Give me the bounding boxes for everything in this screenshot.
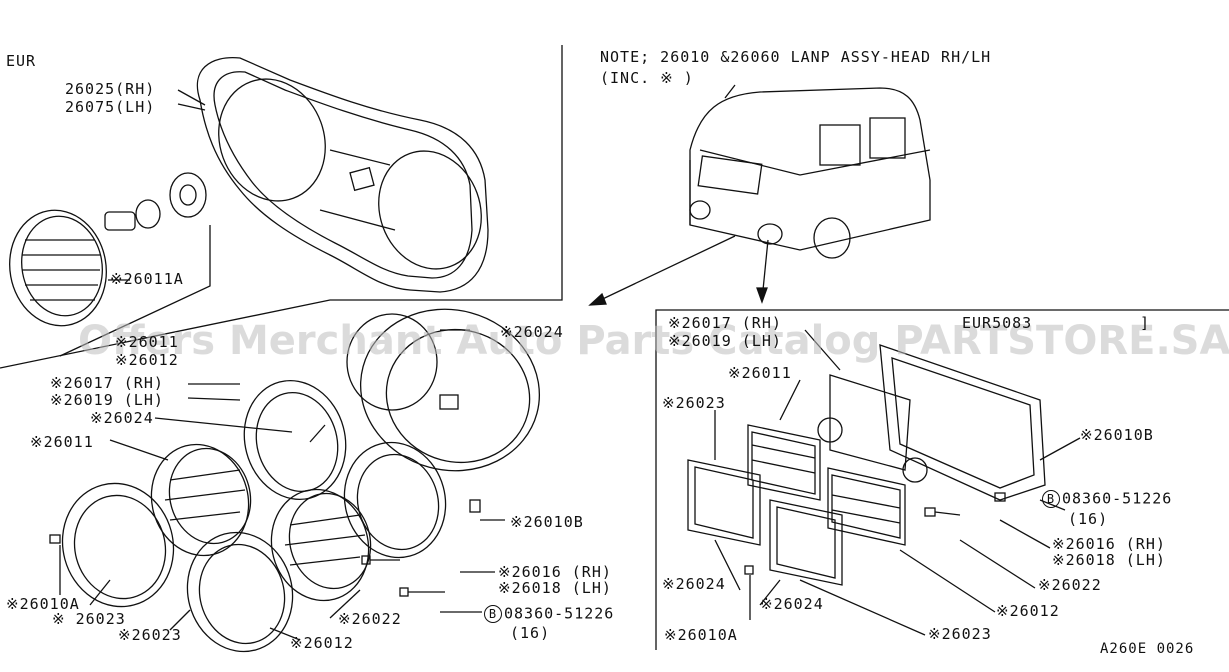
label-26010a-rect: ※26010A (664, 626, 738, 644)
round-leader-lines (59, 329, 505, 641)
label-26022-round: ※26022 (338, 610, 402, 628)
note-line2: (INC. ※ ) (600, 69, 694, 87)
label-26019-round: ※26019 (LH) (50, 391, 164, 409)
rect-region-bracket: ] (1140, 314, 1151, 332)
label-26011-round: ※26011 (30, 433, 94, 451)
bolt-part-rect: 08360-51226 (1062, 489, 1173, 508)
figure-code: A260E 0026 (1100, 641, 1195, 657)
label-26024-top: ※26024 (500, 323, 564, 341)
label-26023-rect: ※26023 (662, 394, 726, 412)
round-screws (49, 424, 481, 597)
label-26023-round-b: ※26023 (118, 626, 182, 644)
rect-leader-lines (714, 329, 1081, 636)
label-26023-round-a: ※ 26023 (52, 610, 126, 628)
label-26012-round: ※26012 (290, 634, 354, 652)
round-lamp-rings (61, 379, 447, 653)
rect-sealed-beams (747, 424, 906, 546)
bolt-marker-round: B (484, 605, 502, 623)
round-sealed-beams (150, 443, 372, 602)
label-26025: 26025(RH) (65, 80, 156, 98)
bolt-part-round: 08360-51226 (504, 604, 615, 623)
van-illustration (689, 84, 931, 259)
eur-headlamp-housing (196, 56, 489, 293)
label-26024-rect-a: ※26024 (662, 575, 726, 593)
rect-lamp-frame (817, 344, 1046, 501)
eur-headlamp-unit (9, 209, 107, 327)
bulb-icon (104, 172, 207, 231)
label-26011-rect: ※26011 (728, 364, 792, 382)
label-26012-rect: ※26012 (996, 602, 1060, 620)
label-26010a-round: ※26010A (6, 595, 80, 613)
eur-leader-lines (59, 89, 211, 357)
rect-region-label: EUR5083 (962, 314, 1033, 332)
label-26011a: ※26011A (110, 270, 184, 288)
label-26024-round: ※26024 (90, 409, 154, 427)
label-26075: 26075(LH) (65, 98, 156, 116)
label-26023-rect-b: ※26023 (928, 625, 992, 643)
eur-region-label: EUR (6, 52, 37, 70)
bolt-qty-rect: (16) (1068, 510, 1109, 528)
rect-bezels (687, 459, 843, 586)
label-26019-rect: ※26019 (LH) (668, 332, 782, 350)
bolt-qty-round: (16) (510, 624, 551, 642)
bolt-marker-rect: B (1042, 490, 1060, 508)
label-26010b-rect: ※26010B (1080, 426, 1154, 444)
label-26012-eur: ※26012 (115, 351, 179, 369)
arrows (588, 235, 769, 306)
label-26018-rect: ※26018 (LH) (1052, 551, 1166, 569)
label-26024-rect-b: ※26024 (760, 595, 824, 613)
note-line1: NOTE; 26010 &26060 LANP ASSY-HEAD RH/LH (600, 48, 992, 66)
label-26017-round: ※26017 (RH) (50, 374, 164, 392)
label-26016-rect: ※26016 (RH) (1052, 535, 1166, 553)
label-26016-round: ※26016 (RH) (498, 563, 612, 581)
panel-dividers (0, 45, 1229, 650)
watermark: Offers Merchant Auto Parts Catalog PARTS… (78, 318, 1229, 364)
label-26017-rect: ※26017 (RH) (668, 314, 782, 332)
label-26010b-round: ※26010B (510, 513, 584, 531)
label-26011-eur: ※26011 (115, 333, 179, 351)
label-26022-rect: ※26022 (1038, 576, 1102, 594)
label-26018-round: ※26018 (LH) (498, 579, 612, 597)
round-lamp-frame (346, 308, 541, 472)
rect-screws (744, 492, 1006, 575)
